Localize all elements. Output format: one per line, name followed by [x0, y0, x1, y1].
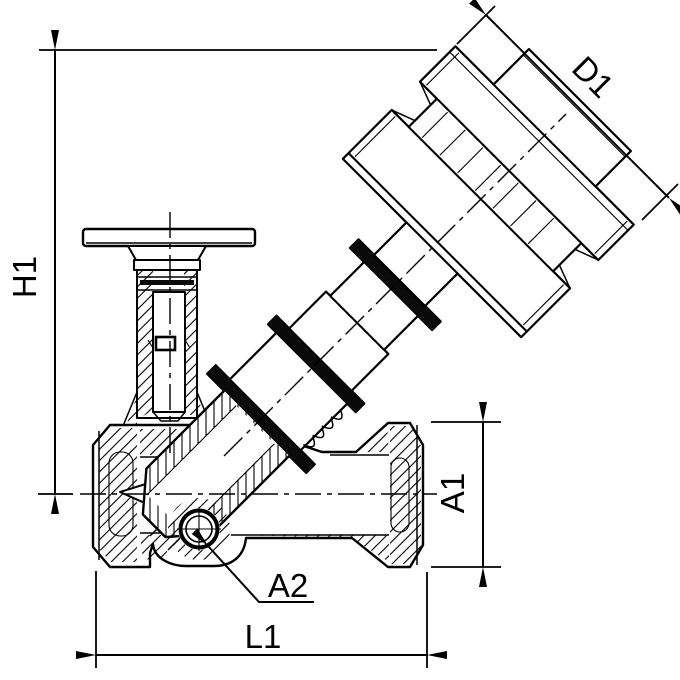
- dim-label-l1: L1: [245, 618, 282, 655]
- wheel-base-flange: [350, 239, 441, 330]
- bottom-wall-right-section: [232, 535, 389, 562]
- dim-label-a1: A1: [434, 473, 471, 513]
- spindle-detent: [154, 335, 177, 352]
- bottom-wall-left-section: [140, 535, 170, 560]
- dim-label-a2: A2: [268, 567, 308, 604]
- right-thread-relief: [390, 457, 410, 533]
- dimension-a1: A1: [431, 402, 501, 587]
- dimension-l1: L1: [76, 571, 447, 668]
- drain-boss: [168, 498, 230, 560]
- cap-gasket: [140, 280, 194, 285]
- left-thread-section: [99, 428, 137, 562]
- dimension-a2: A2: [191, 528, 314, 604]
- nut-thread-ribs: [303, 408, 343, 448]
- right-shoulder-section: [324, 425, 389, 452]
- presetting-cap: [81, 227, 257, 427]
- right-thread-section: [390, 426, 421, 564]
- dimension-h1: H1: [6, 30, 437, 514]
- dim-label-h1: H1: [6, 256, 43, 298]
- preset-spindle: [152, 291, 186, 413]
